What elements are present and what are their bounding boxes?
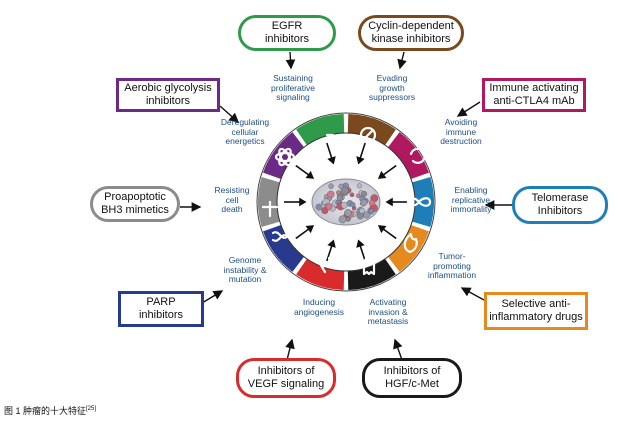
tumor-cell [328,183,334,189]
inner-arrow-immune [382,164,397,176]
dna-icon [271,231,289,242]
caption-label: 图 1 肿瘤的十大特征 [4,406,87,416]
wheel-outer-ring [256,112,436,292]
segment-inflammation [386,224,429,272]
inner-arrowhead-growth [356,156,365,165]
tumor-cell [349,192,355,198]
arrow-cdk [397,51,407,70]
inner-arrowhead-immune [377,170,387,179]
inner-arrowhead-immortality [385,197,393,207]
tumor-cell [338,215,347,224]
tumor-cell [336,194,343,201]
tumor-cell [344,208,352,217]
hallmark-label-immune: Avoiding immune destruction [440,117,482,146]
inner-arrowhead-genome [305,225,315,234]
tumor-cell [338,183,344,190]
cdk-inhibitors-box: Cyclin-dependent kinase inhibitors [358,15,464,51]
tumor-cell [356,183,362,189]
hallmark-label-growth: Evading growth suppressors [368,73,416,102]
tumor-cell [340,201,348,209]
no-entry-icon [359,126,377,144]
caption-reference: [25] [86,406,97,412]
flame-icon [403,232,418,254]
tumor-cell [369,199,376,207]
inner-arrowhead-inflammation [377,225,387,234]
anti-inflammatory-box: Selective anti- inflammatory drugs [484,292,588,330]
inner-arrowhead-invasion [356,239,365,248]
tumor-cell [360,199,368,206]
hallmark-label-immortality: Enabling replicative immortality [450,185,492,214]
tumor-cell [361,190,368,197]
parp-inhibitors-box: PARP inhibitors [118,291,204,327]
hallmark-label-invasion: Activating invasion & metastasis [367,297,409,326]
inner-arrow-energetics [295,164,310,176]
tumor-cell [356,193,361,199]
segment-genome [263,224,306,272]
arrow-aerobic [219,105,240,123]
tumor-cell [359,207,366,214]
aerobic-glycolysis-box: Aerobic glycolysis inhibitors [116,78,220,112]
hallmark-label-genome: Genome instability & mutation [223,255,267,284]
inner-arrow-inflammation [382,228,397,240]
inner-arrowhead-energetics [305,170,315,179]
inner-arrow-angiogenesis [326,245,333,262]
arrow-parp [201,290,224,304]
telomerase-inhibitors-box: Telomerase Inhibitors [512,186,608,224]
segment-angiogenesis [296,256,345,290]
tumor-cell [350,202,356,208]
cross-icon [261,200,279,218]
tumor-cell [327,190,335,199]
tumor-cell [363,211,371,219]
tumor-cell-cluster-icon [311,178,381,226]
hallmark-label-death: Resisting cell death [214,185,250,214]
immune-icon [409,147,426,164]
vegf-inhibitors-box: Inhibitors of VEGF signaling [236,358,336,398]
inner-arrow-proliferative [326,142,333,159]
segment-immortality [409,177,434,227]
tumor-cell [368,208,374,214]
inner-arrow-invasion [359,245,366,262]
inner-arrow-growth [359,142,366,159]
arrow-immune [456,101,481,117]
invasion-icon [362,256,376,276]
segment-immune [386,132,429,180]
vessel-icon [317,256,337,274]
hgf-cmet-box: Inhibitors of HGF/c-Met [362,358,462,398]
tumor-cell [315,203,323,211]
inner-arrowhead-death [299,197,307,207]
infinity-icon [406,197,432,207]
segment-energetics [263,132,306,180]
tumor-cell [325,203,333,210]
hallmark-label-energetics: Deregulating cellular energetics [220,117,270,146]
bh3-mimetics-box: Proapoptotic BH3 mimetics [90,186,180,222]
arrow-hgf [393,338,403,361]
inner-arrowhead-proliferative [327,156,336,165]
inner-arrow-genome [295,228,310,240]
arrow-anti-inflammatory [460,287,485,301]
arrow-vegf [285,338,295,361]
inner-arrows [284,142,408,262]
immune-activating-box: Immune activating anti-CTLA4 mAb [482,78,586,112]
arrow-egfr [285,51,296,70]
egfr-inhibitors-box: EGFR inhibitors [238,15,336,51]
segment-icons [261,126,432,276]
hallmark-label-angiogenesis: Inducing angiogenesis [293,297,345,317]
hallmark-label-inflammation: Tumor- promoting inflammation [427,251,477,280]
atom-icon [274,147,296,167]
proliferative-arrow-icon [319,133,335,149]
inner-arrowhead-angiogenesis [327,239,336,248]
hallmark-label-proliferative: Sustaining proliferative signaling [271,73,315,102]
segment-proliferative [296,114,345,148]
figure-caption: 图 1 肿瘤的十大特征[25] [4,404,96,417]
